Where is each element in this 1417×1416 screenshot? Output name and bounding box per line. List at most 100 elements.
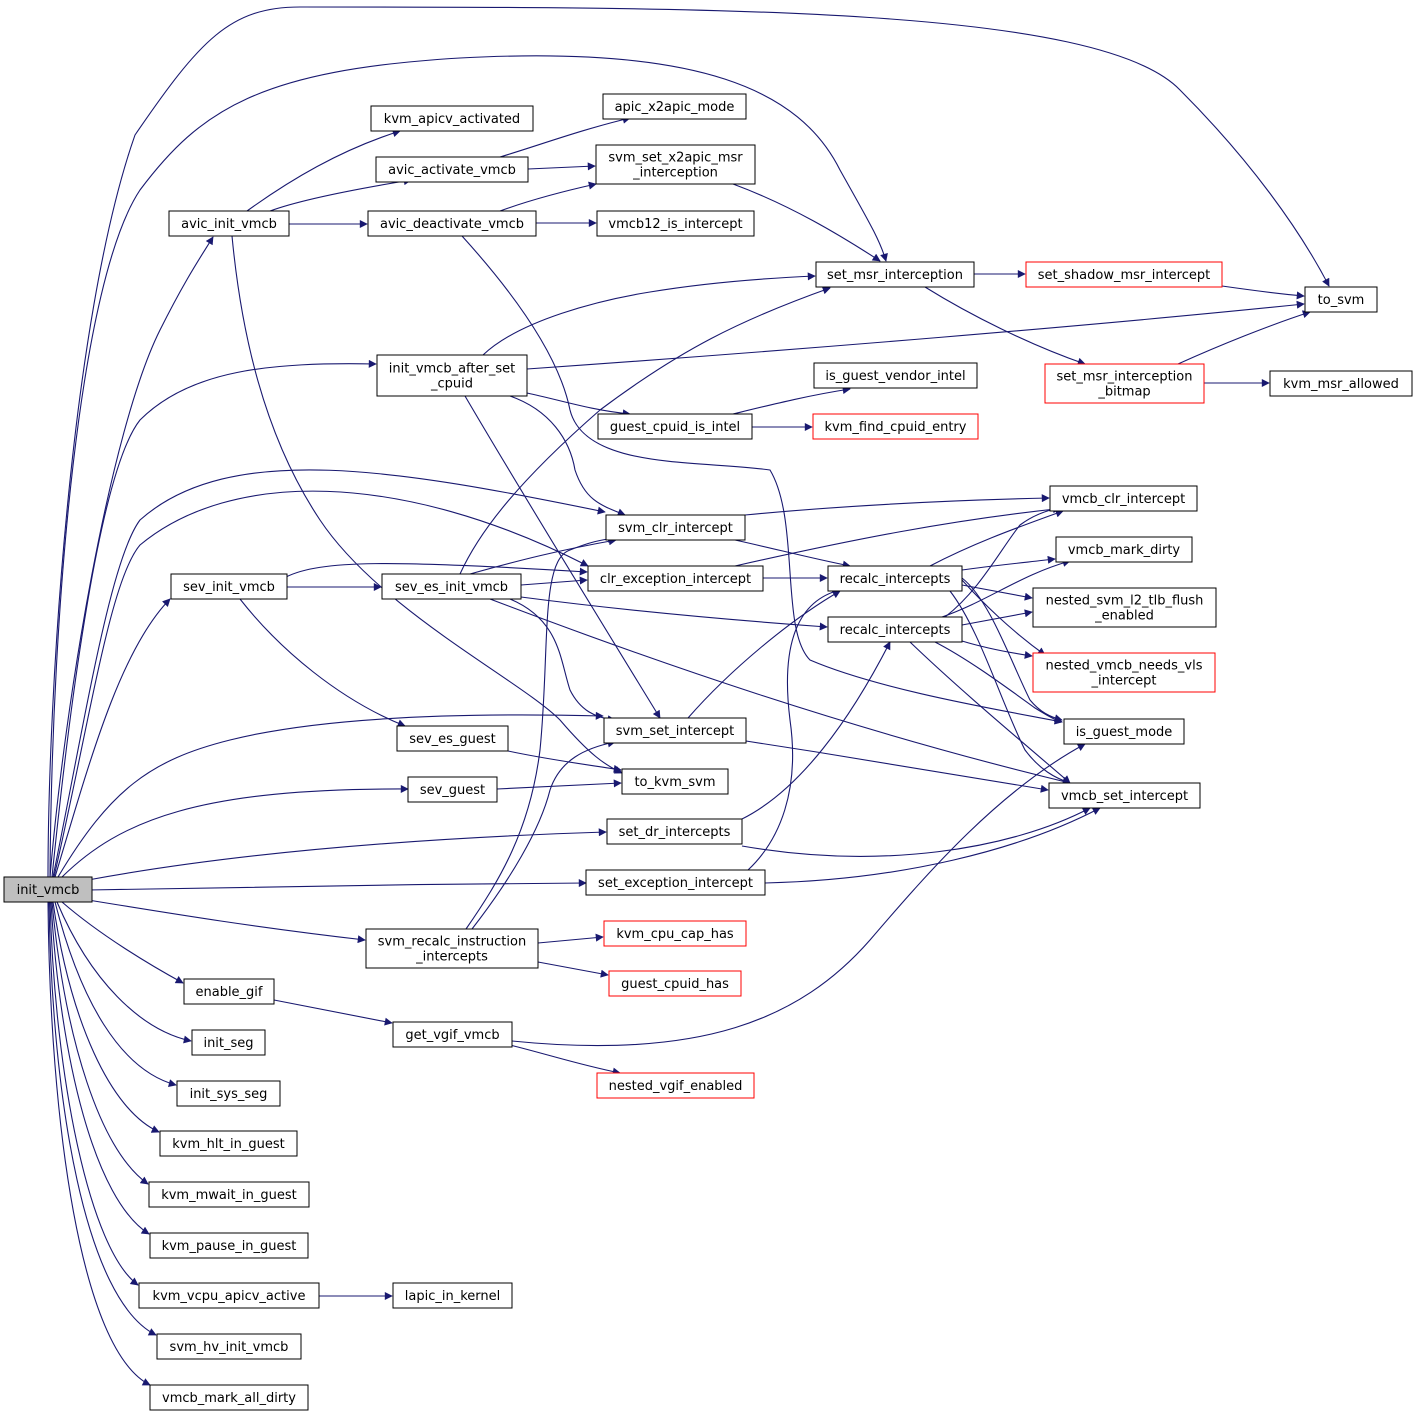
call-edge-avic-activate-vmcb-to-apic-x2apic-mode	[499, 115, 631, 158]
call-edge-init-vmcb-to-sev-guest	[61, 784, 409, 878]
node-vmcb-clr-intercept[interactable]: vmcb_clr_intercept	[1049, 485, 1198, 512]
node-svm-set-x2apic-msr-interception[interactable]: svm_set_x2apic_msr_interception	[595, 144, 756, 185]
node-set-dr-intercepts[interactable]: set_dr_intercepts	[606, 818, 743, 845]
node-recalc-intercepts-2[interactable]: recalc_intercepts	[827, 616, 963, 643]
node-kvm-find-cpuid-entry[interactable]: kvm_find_cpuid_entry	[812, 413, 979, 440]
node-init-vmcb[interactable]: init_vmcb	[3, 876, 93, 903]
node-init-vmcb-after-set-cpuid[interactable]: init_vmcb_after_set_cpuid	[376, 354, 528, 397]
node-avic-activate-vmcb[interactable]: avic_activate_vmcb	[375, 156, 529, 183]
node-set-msr-interception-bitmap[interactable]: set_msr_interception_bitmap	[1044, 363, 1205, 404]
node-box	[1032, 587, 1217, 628]
node-label: apic_x2apic_mode	[615, 100, 735, 115]
node-label: vmcb12_is_intercept	[608, 217, 742, 232]
call-edge-avic-deactivate-vmcb-to-is-guest-mode	[461, 235, 1063, 725]
node-label: kvm_cpu_cap_has	[616, 927, 734, 942]
call-edge-guest-cpuid-is-intel-to-is-guest-vendor-intel	[732, 386, 851, 415]
node-label: set_shadow_msr_intercept	[1038, 268, 1210, 283]
node-kvm-mwait-in-guest[interactable]: kvm_mwait_in_guest	[148, 1181, 310, 1208]
node-label: _enabled	[1094, 609, 1154, 624]
node-label: kvm_mwait_in_guest	[161, 1188, 297, 1203]
node-label: vmcb_mark_dirty	[1068, 543, 1181, 558]
node-label: sev_es_guest	[409, 732, 496, 747]
node-svm-clr-intercept[interactable]: svm_clr_intercept	[605, 514, 746, 541]
call-edge-init-vmcb-to-set-msr-interception	[49, 55, 888, 878]
node-svm-set-intercept[interactable]: svm_set_intercept	[603, 717, 747, 744]
call-edge-init-vmcb-to-svm-hv-init-vmcb	[48, 901, 157, 1336]
call-edge-init-vmcb-after-set-cpuid-to-to-svm	[526, 300, 1305, 370]
node-kvm-apicv-activated[interactable]: kvm_apicv_activated	[370, 105, 534, 132]
node-box	[603, 717, 747, 744]
node-label: kvm_hlt_in_guest	[172, 1137, 285, 1152]
call-edge-svm-set-intercept-to-recalc-intercepts-1	[687, 590, 841, 719]
node-guest-cpuid-has[interactable]: guest_cpuid_has	[608, 970, 742, 997]
node-kvm-vcpu-apicv-active[interactable]: kvm_vcpu_apicv_active	[138, 1282, 320, 1309]
node-label: vmcb_mark_all_dirty	[162, 1391, 296, 1406]
node-box	[812, 413, 979, 440]
node-label: svm_set_intercept	[616, 724, 735, 739]
call-edge-init-vmcb-to-vmcb-mark-all-dirty	[47, 901, 151, 1386]
node-set-msr-interception[interactable]: set_msr_interception	[815, 261, 975, 288]
call-edge-init-vmcb-to-to-svm	[47, 6, 1330, 878]
node-sev-es-guest[interactable]: sev_es_guest	[396, 725, 509, 752]
node-label: set_dr_intercepts	[619, 825, 731, 840]
node-recalc-intercepts-1[interactable]: recalc_intercepts	[827, 565, 963, 592]
call-edge-init-vmcb-to-init-vmcb-after-set-cpuid	[51, 359, 377, 878]
call-edge-sev-es-init-vmcb-to-clr-exception-intercept	[520, 576, 588, 586]
node-is-guest-mode[interactable]: is_guest_mode	[1063, 718, 1185, 745]
node-init-sys-seg[interactable]: init_sys_seg	[176, 1080, 281, 1107]
node-set-shadow-msr-intercept[interactable]: set_shadow_msr_intercept	[1025, 261, 1223, 288]
node-vmcb-set-intercept[interactable]: vmcb_set_intercept	[1048, 782, 1201, 809]
node-svm-hv-init-vmcb[interactable]: svm_hv_init_vmcb	[156, 1333, 302, 1360]
call-edge-set-shadow-msr-intercept-to-to-svm	[1221, 285, 1305, 300]
node-kvm-pause-in-guest[interactable]: kvm_pause_in_guest	[149, 1232, 309, 1259]
node-lapic-in-kernel[interactable]: lapic_in_kernel	[392, 1282, 513, 1309]
node-vmcb-mark-dirty[interactable]: vmcb_mark_dirty	[1055, 536, 1193, 563]
node-label: _interception	[632, 166, 718, 181]
node-label: kvm_pause_in_guest	[162, 1239, 297, 1254]
node-vmcb12-is-intercept[interactable]: vmcb12_is_intercept	[596, 210, 755, 237]
node-nested-svm-l2-tlb-flush-enabled[interactable]: nested_svm_l2_tlb_flush_enabled	[1032, 587, 1217, 628]
node-box	[596, 210, 755, 237]
node-set-exception-intercept[interactable]: set_exception_intercept	[585, 869, 766, 896]
node-box	[396, 725, 509, 752]
call-edge-set-exception-intercept-to-recalc-intercepts-1	[747, 587, 841, 871]
node-box	[606, 818, 743, 845]
call-edge-sev-es-init-vmcb-to-set-msr-interception	[459, 286, 831, 575]
node-is-guest-vendor-intel[interactable]: is_guest_vendor_intel	[813, 362, 978, 389]
node-get-vgif-vmcb[interactable]: get_vgif_vmcb	[392, 1021, 513, 1048]
node-sev-init-vmcb[interactable]: sev_init_vmcb	[170, 573, 288, 600]
node-svm-recalc-instruction-intercepts[interactable]: svm_recalc_instruction_intercepts	[365, 928, 539, 969]
call-edge-init-vmcb-to-kvm-vcpu-apicv-active	[49, 901, 139, 1286]
node-kvm-cpu-cap-has[interactable]: kvm_cpu_cap_has	[603, 920, 747, 947]
call-edge-init-vmcb-to-enable-gif	[61, 901, 184, 984]
node-label: lapic_in_kernel	[405, 1289, 500, 1304]
call-edge-init-vmcb-to-svm-set-intercept	[57, 711, 604, 878]
node-clr-exception-intercept[interactable]: clr_exception_intercept	[587, 565, 764, 592]
node-box	[168, 210, 290, 237]
node-box	[1304, 286, 1378, 313]
node-kvm-hlt-in-guest[interactable]: kvm_hlt_in_guest	[159, 1130, 298, 1157]
node-kvm-msr-allowed[interactable]: kvm_msr_allowed	[1269, 370, 1413, 397]
node-to-svm[interactable]: to_svm	[1304, 286, 1378, 313]
node-label: is_guest_vendor_intel	[825, 369, 965, 384]
node-label: nested_vgif_enabled	[609, 1079, 743, 1094]
node-sev-es-init-vmcb[interactable]: sev_es_init_vmcb	[381, 573, 522, 600]
node-guest-cpuid-is-intel[interactable]: guest_cpuid_is_intel	[597, 413, 753, 440]
node-enable-gif[interactable]: enable_gif	[183, 978, 275, 1005]
node-label: init_seg	[203, 1036, 253, 1051]
node-apic-x2apic-mode[interactable]: apic_x2apic_mode	[602, 93, 747, 120]
node-nested-vgif-enabled[interactable]: nested_vgif_enabled	[596, 1072, 755, 1099]
node-avic-init-vmcb[interactable]: avic_init_vmcb	[168, 210, 290, 237]
call-edge-avic-init-vmcb-to-avic-activate-vmcb	[269, 177, 412, 212]
node-label: kvm_vcpu_apicv_active	[153, 1289, 306, 1304]
node-to-kvm-svm[interactable]: to_kvm_svm	[621, 768, 729, 795]
call-edge-sev-init-vmcb-to-sev-es-guest	[239, 598, 406, 728]
node-box	[1055, 536, 1193, 563]
node-nested-vmcb-needs-vls-intercept[interactable]: nested_vmcb_needs_vls_intercept	[1032, 652, 1216, 693]
call-edge-sev-es-guest-to-to-kvm-svm	[507, 750, 622, 773]
node-label: recalc_intercepts	[840, 623, 951, 638]
node-avic-deactivate-vmcb[interactable]: avic_deactivate_vmcb	[367, 210, 537, 237]
node-sev-guest[interactable]: sev_guest	[407, 776, 498, 803]
node-init-seg[interactable]: init_seg	[191, 1029, 266, 1056]
node-vmcb-mark-all-dirty[interactable]: vmcb_mark_all_dirty	[149, 1384, 309, 1411]
